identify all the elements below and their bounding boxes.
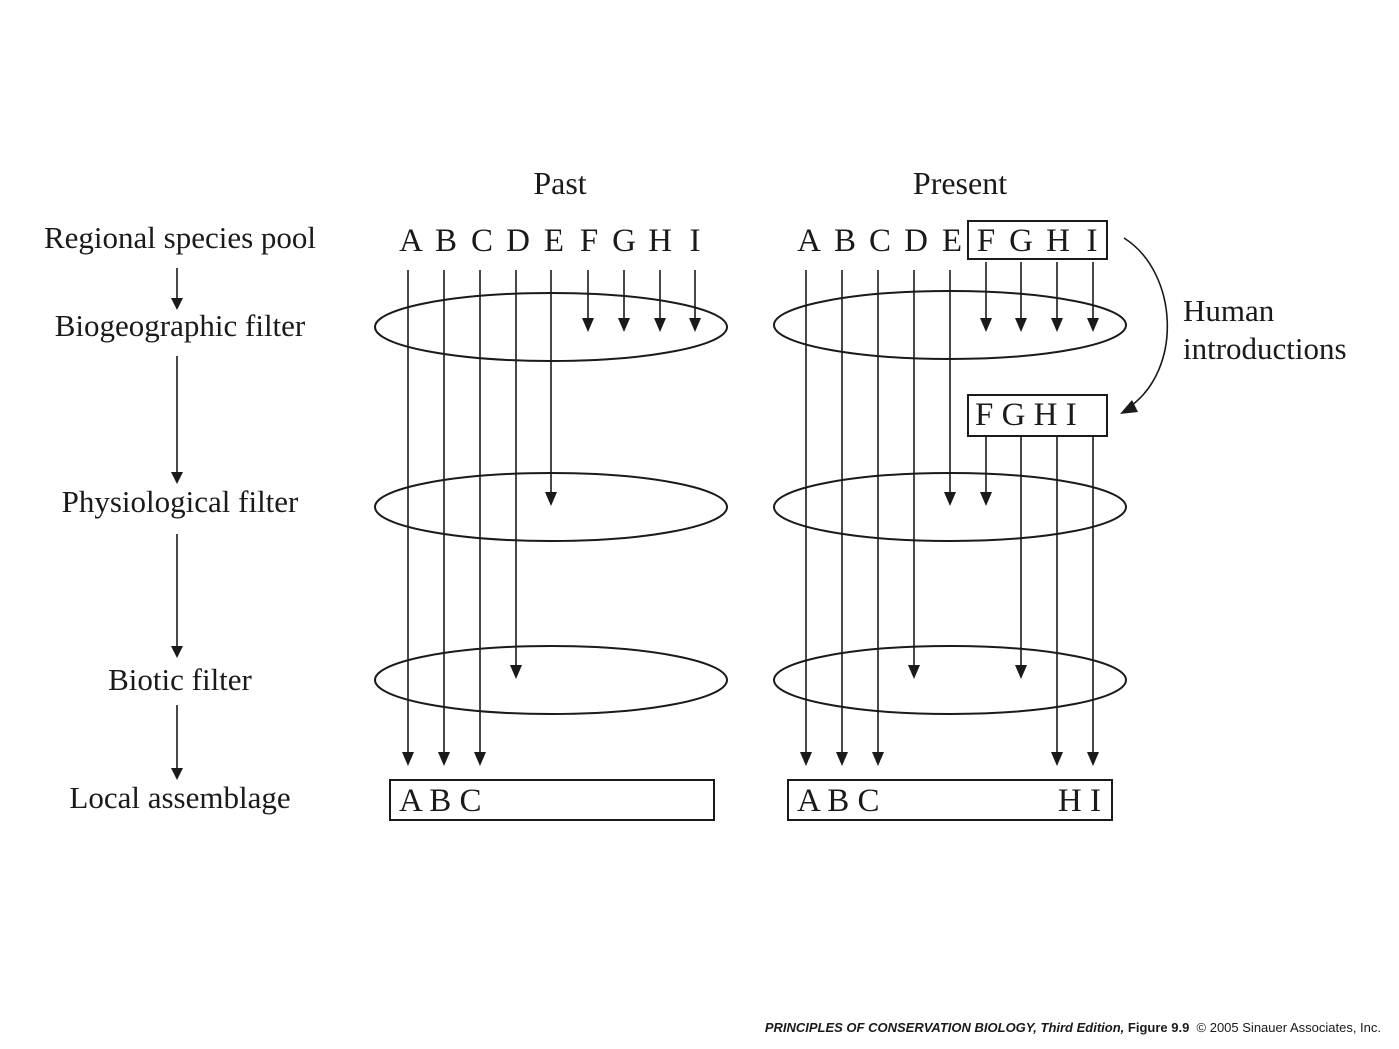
species-letter: G xyxy=(612,223,636,259)
past-species-paths xyxy=(402,270,701,766)
species-letter: I xyxy=(690,223,701,259)
stage-label-biogeographic: Biogeographic filter xyxy=(55,308,306,343)
species-path-arrowhead xyxy=(474,752,486,766)
present-species-pool: A B C D E F G H I xyxy=(797,220,1108,260)
species-letter: F xyxy=(977,223,995,259)
species-letter: A xyxy=(399,223,423,259)
species-letter: C xyxy=(869,223,891,259)
present-local-assemblage-box xyxy=(787,779,1113,821)
species-letter: C xyxy=(471,223,493,259)
species-path-arrowhead xyxy=(872,752,884,766)
column-heading-past: Past xyxy=(533,165,586,201)
human-introductions-arrow xyxy=(1123,237,1169,409)
species-path-arrowhead xyxy=(800,752,812,766)
species-letter: B xyxy=(435,223,457,259)
caption-copyright: © 2005 Sinauer Associates, Inc. xyxy=(1189,1020,1381,1035)
species-path-arrowhead xyxy=(908,665,920,679)
stage-label-biotic: Biotic filter xyxy=(108,662,252,697)
species-path-arrowhead xyxy=(618,318,630,332)
stage-arrow-head xyxy=(171,768,183,780)
caption-edition: Third Edition, xyxy=(1036,1020,1125,1035)
species-letter: D xyxy=(506,223,530,259)
past-biotic-filter-ellipse xyxy=(374,645,728,715)
present-species-paths xyxy=(800,262,1099,766)
caption-figure-number: Figure 9.9 xyxy=(1124,1020,1190,1035)
human-introductions-arrowhead xyxy=(1120,400,1138,414)
species-letter: D xyxy=(904,223,928,259)
stage-flow-arrows xyxy=(171,268,183,780)
species-path-arrowhead xyxy=(836,752,848,766)
species-letter: F xyxy=(580,223,598,259)
species-path-arrowhead xyxy=(980,492,992,506)
species-path-arrowhead xyxy=(1087,318,1099,332)
stage-label-local-assemblage: Local assemblage xyxy=(69,780,290,815)
present-biotic-filter-ellipse xyxy=(773,645,1127,715)
stage-label-regional-pool: Regional species pool xyxy=(44,220,316,255)
species-letter: H xyxy=(648,223,672,259)
species-letter: I xyxy=(1087,223,1098,259)
present-local-assemblage-species-right: H I xyxy=(1058,783,1101,819)
present-introduced-species-box xyxy=(967,394,1108,437)
stage-arrow-head xyxy=(171,298,183,310)
species-path-arrowhead xyxy=(1051,752,1063,766)
human-introductions-label-line1: Human xyxy=(1183,293,1275,328)
caption-book-title: PRINCIPLES OF CONSERVATION BIOLOGY, xyxy=(764,1020,1037,1035)
species-letter: E xyxy=(544,223,564,259)
figure-caption: PRINCIPLES OF CONSERVATION BIOLOGY, Thir… xyxy=(765,1020,1381,1035)
column-heading-present: Present xyxy=(913,165,1007,201)
species-path-arrowhead xyxy=(402,752,414,766)
species-path-arrowhead xyxy=(582,318,594,332)
present-biogeographic-filter-ellipse xyxy=(773,290,1127,360)
past-local-assemblage-box xyxy=(389,779,715,821)
species-letter: G xyxy=(1009,223,1033,259)
species-path-arrowhead xyxy=(944,492,956,506)
present-nonnative-pool-box xyxy=(967,220,1108,260)
species-path-arrowhead xyxy=(1015,665,1027,679)
species-path-arrowhead xyxy=(1015,318,1027,332)
stage-arrow-head xyxy=(171,472,183,484)
species-letter: B xyxy=(834,223,856,259)
stage-arrow-head xyxy=(171,646,183,658)
species-path-arrowhead xyxy=(689,318,701,332)
past-biogeographic-filter-ellipse xyxy=(374,292,728,362)
species-path-arrowhead xyxy=(510,665,522,679)
species-path-arrowhead xyxy=(438,752,450,766)
species-path-arrowhead xyxy=(1051,318,1063,332)
past-local-assemblage-species: A B C xyxy=(399,783,482,819)
species-path-arrowhead xyxy=(654,318,666,332)
past-species-pool: A B C D E F G H I xyxy=(399,223,700,259)
present-physiological-filter-ellipse xyxy=(773,472,1127,542)
species-letter: H xyxy=(1046,223,1070,259)
present-local-assemblage-species-left: A B C xyxy=(797,783,880,819)
species-path-arrowhead xyxy=(980,318,992,332)
past-physiological-filter-ellipse xyxy=(374,472,728,542)
human-introductions-label-line2: introductions xyxy=(1183,331,1347,366)
species-path-arrowhead xyxy=(545,492,557,506)
species-path-arrowhead xyxy=(1087,752,1099,766)
present-introduced-species: F G H I xyxy=(975,397,1077,433)
species-letter: E xyxy=(942,223,962,259)
species-letter: A xyxy=(797,223,821,259)
stage-label-physiological: Physiological filter xyxy=(62,484,299,519)
